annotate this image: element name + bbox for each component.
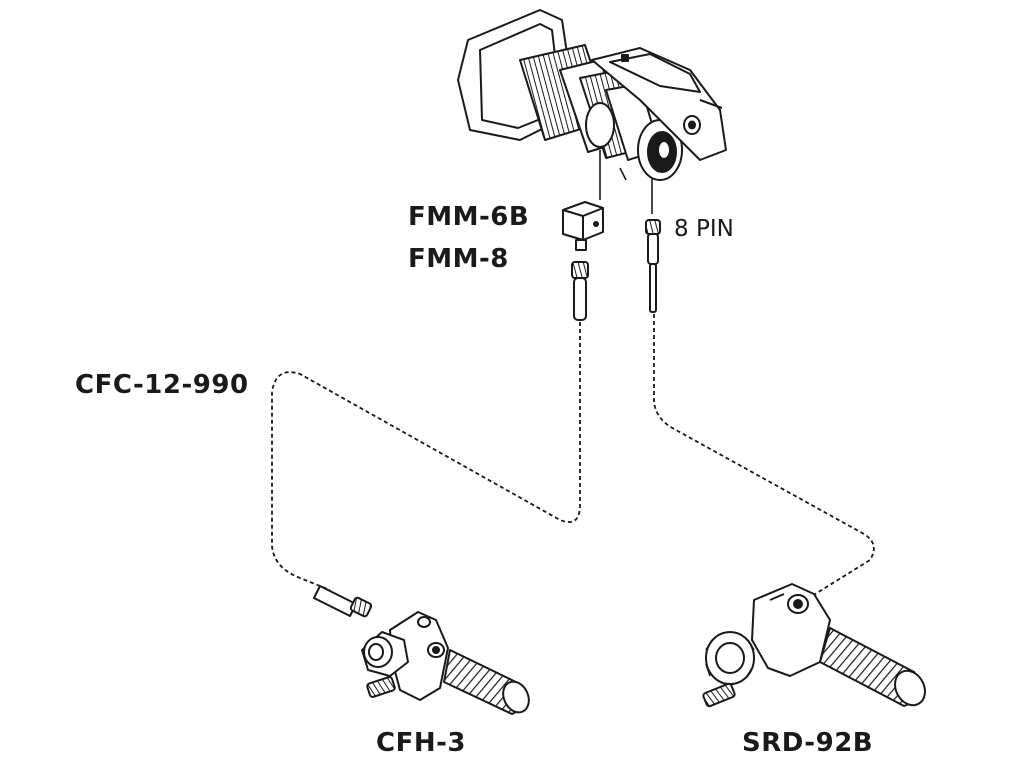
focus-module [562, 201, 604, 251]
cfh3-handle-unit [313, 585, 530, 715]
fmm-cable-plug [571, 261, 589, 321]
srd92b-handle-unit [702, 583, 926, 708]
srd-92b-label: SRD-92B [742, 728, 874, 758]
fmm-8-label: FMM-8 [408, 244, 509, 274]
cables [271, 314, 875, 597]
cfh-3-label: CFH-3 [376, 728, 466, 758]
cfc-cable-label: CFC-12-990 [75, 370, 249, 400]
fmm-6b-label: FMM-6B [408, 202, 530, 232]
lens-assembly [457, 9, 727, 214]
eight-pin-label: 8 PIN [674, 216, 734, 242]
srd-cable [653, 314, 875, 597]
eight-pin-connector [645, 219, 661, 313]
cfc-cable [271, 322, 581, 591]
